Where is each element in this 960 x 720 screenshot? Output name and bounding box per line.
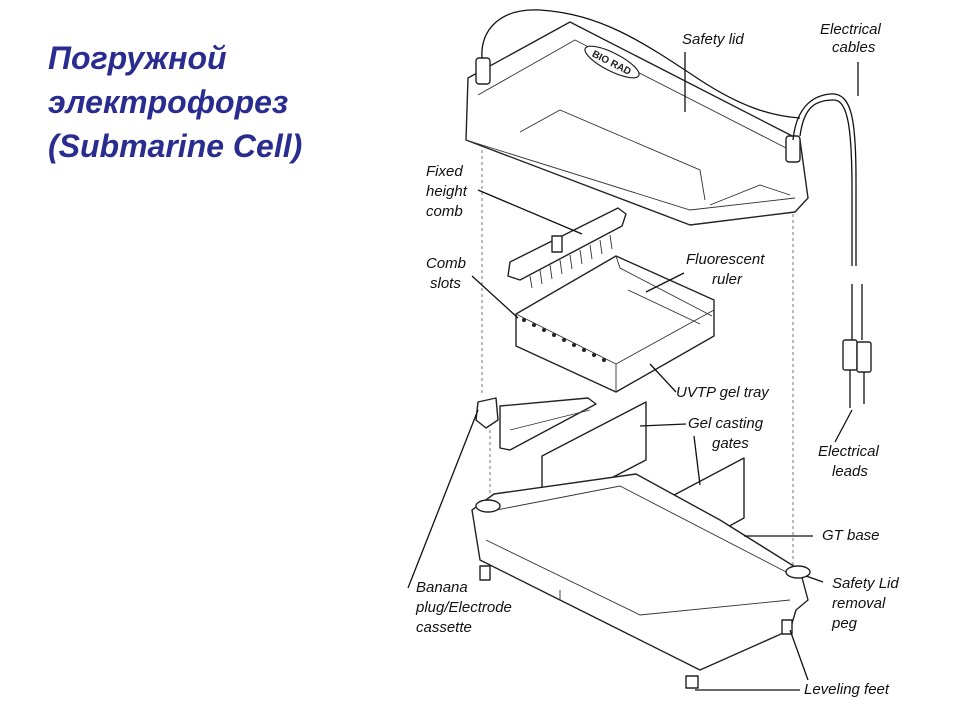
label-gel-casting-gates: Gel casting gates [688, 415, 767, 452]
label-fluorescent-ruler: Fluorescent ruler [686, 251, 769, 288]
gt-base [471, 473, 811, 689]
fixed-height-comb [507, 207, 627, 289]
label-safety-lid-peg: Safety Lid removal peg [831, 575, 903, 632]
label-banana-plug: Banana plug/Electrode cassette [415, 579, 516, 636]
banana-plug-cassette [475, 397, 597, 451]
safety-lid: BIO RAD [465, 21, 809, 226]
label-uvtp-gel-tray: UVTP gel tray [676, 384, 770, 401]
slide-title: Погружной электрофорез (Submarine Cell) [48, 36, 408, 168]
label-electrical-leads: Electrical leads [818, 443, 883, 480]
title-line-2: электрофорез [48, 84, 289, 120]
electrical-cables [481, 9, 857, 266]
leader-lines [407, 52, 859, 691]
label-electrical-cables: Electrical cables [820, 21, 885, 56]
label-comb-slots: Comb slots [426, 255, 470, 292]
title-line-3: (Submarine Cell) [48, 128, 303, 164]
electrical-leads [842, 284, 872, 408]
uvtp-gel-tray [515, 255, 715, 393]
title-line-1: Погружной [48, 40, 227, 76]
label-leveling-feet: Leveling feet [804, 681, 890, 698]
label-gt-base: GT base [822, 527, 880, 544]
comb-slot-marks [522, 318, 606, 362]
label-safety-lid: Safety lid [682, 31, 744, 48]
label-fixed-height-comb: Fixed height comb [426, 163, 471, 220]
